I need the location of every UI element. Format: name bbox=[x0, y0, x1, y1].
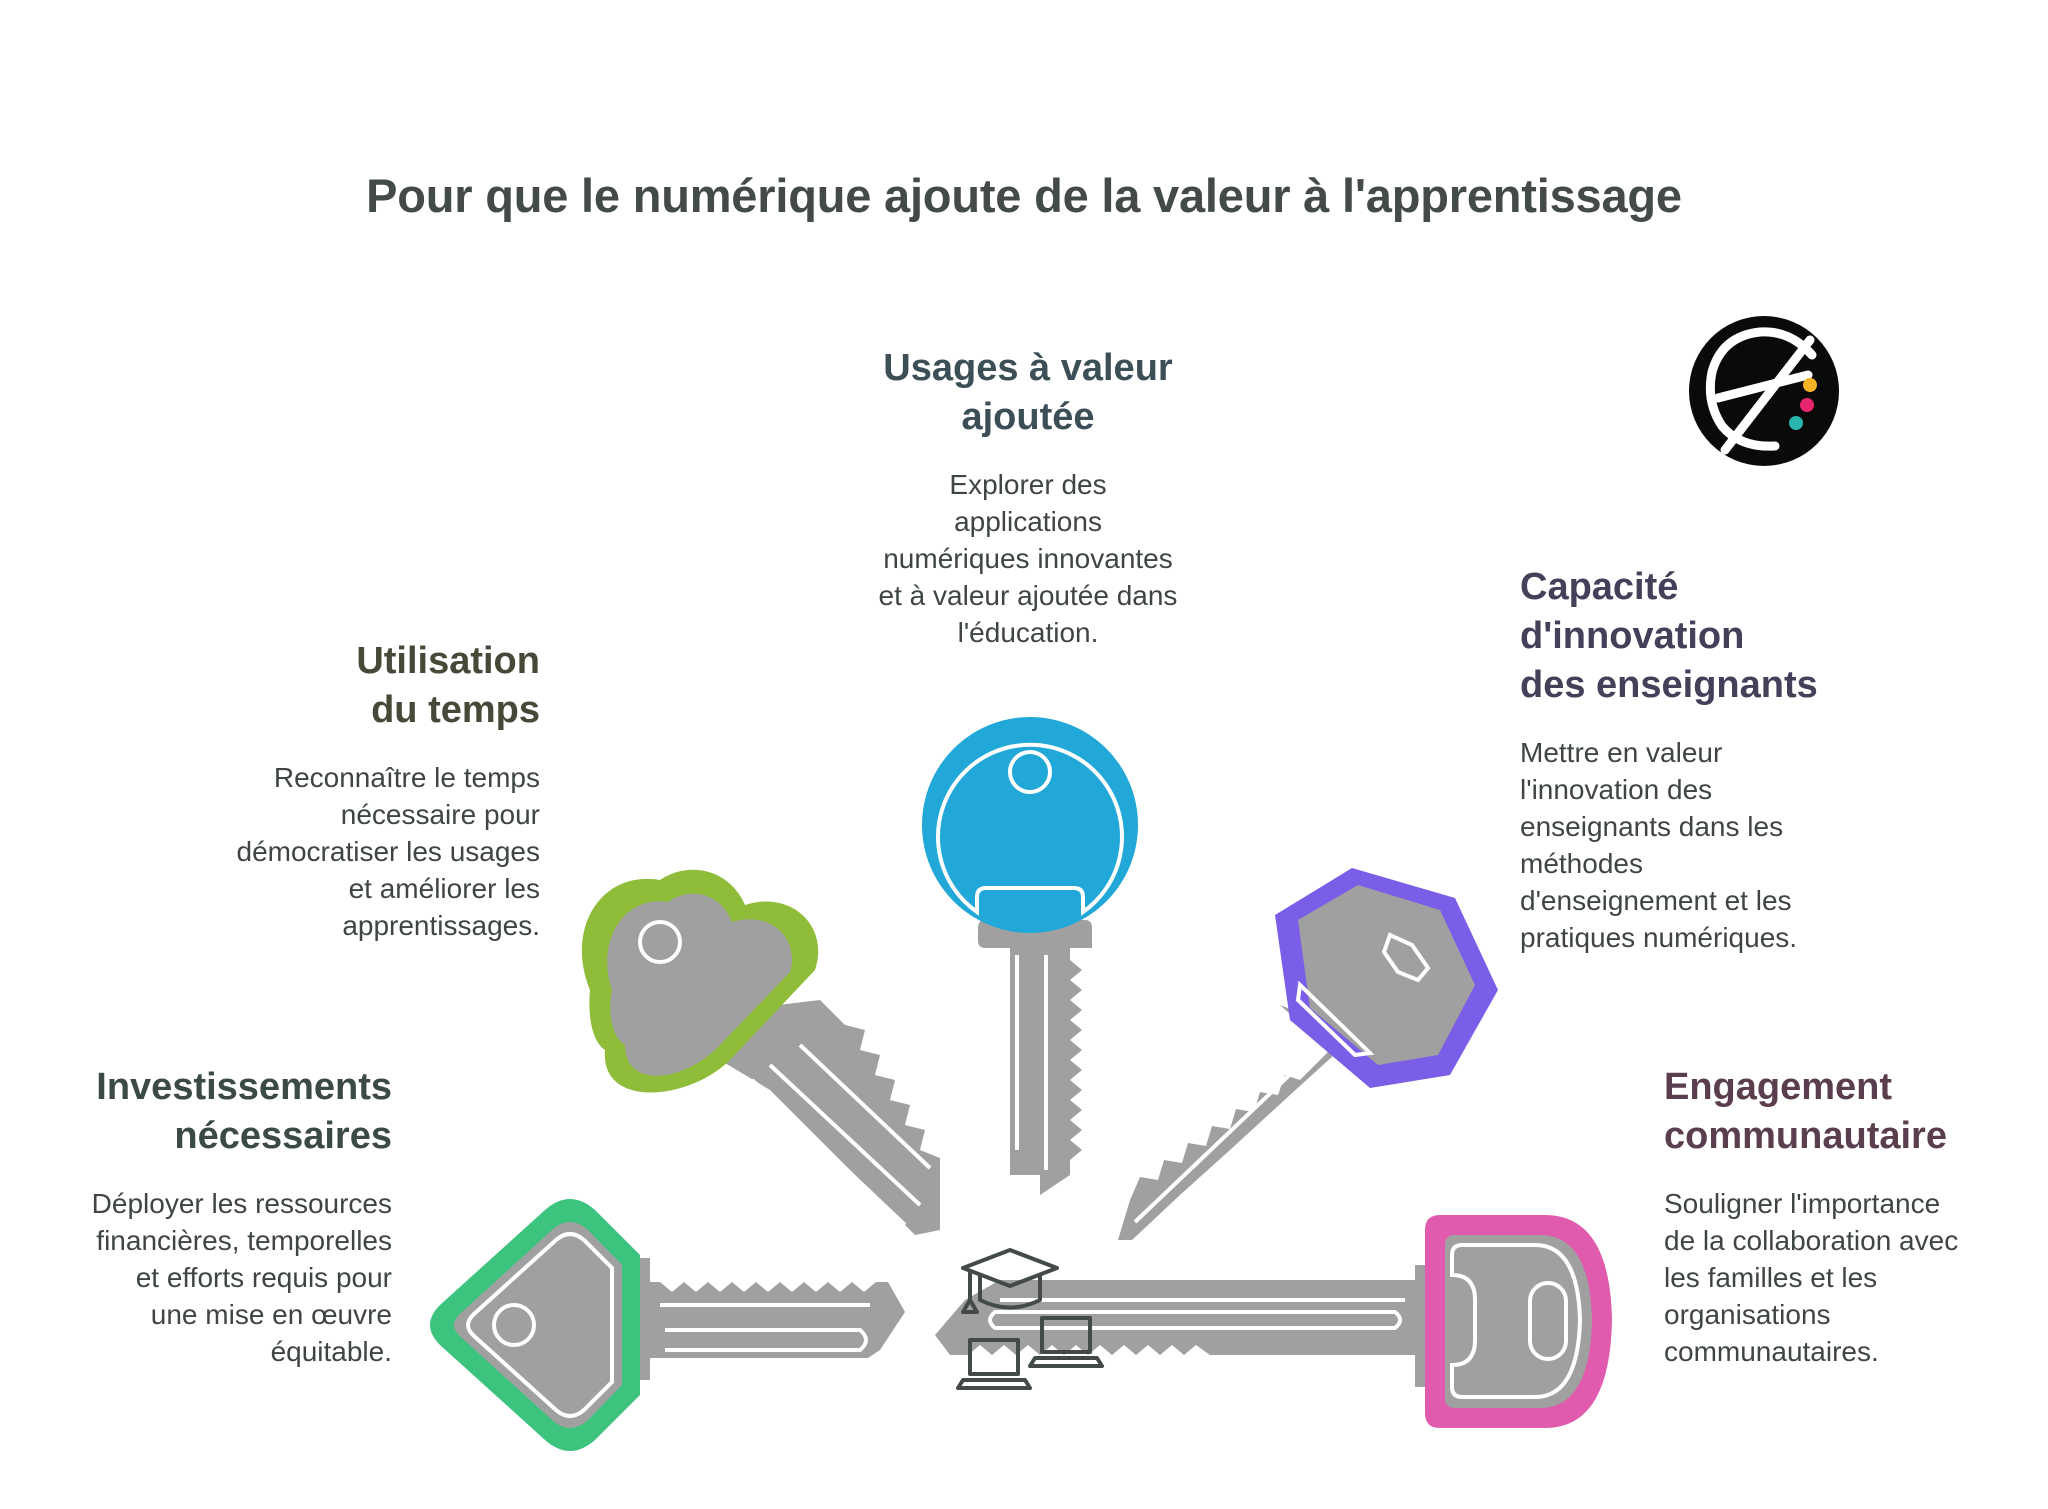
block-investissements-title: Investissements nécessaires bbox=[96, 1066, 392, 1157]
key-usages-head bbox=[922, 717, 1138, 933]
block-innovation-title: Capacité d'innovation des enseignants bbox=[1520, 566, 1818, 706]
key-usages-head-outline bbox=[936, 742, 1124, 916]
key-engagement-hole bbox=[1528, 1281, 1568, 1361]
block-investissements: Investissements nécessaires Déployer les… bbox=[40, 1063, 392, 1370]
key-temps-shaft bbox=[720, 1000, 940, 1235]
block-usages-title: Usages à valeur ajoutée bbox=[883, 347, 1173, 438]
key-investissements-shaft bbox=[635, 1258, 905, 1380]
key-temps bbox=[581, 869, 940, 1235]
block-investissements-text: Déployer les ressources financières, tem… bbox=[91, 1188, 392, 1367]
logo-dot-pink bbox=[1800, 398, 1814, 412]
key-usages-shaft bbox=[978, 920, 1092, 1195]
block-engagement: Engagement communautaire Souligner l'imp… bbox=[1664, 1063, 2044, 1370]
key-innovation-shaft bbox=[1118, 1005, 1345, 1240]
block-innovation-text: Mettre en valeur l'innovation des enseig… bbox=[1520, 737, 1798, 953]
logo-dot-yellow bbox=[1803, 378, 1817, 392]
block-temps-text: Reconnaître le temps nécessaire pour dém… bbox=[236, 762, 540, 941]
key-investissements bbox=[430, 1199, 905, 1451]
key-temps-hole bbox=[638, 920, 682, 964]
block-usages: Usages à valeur ajoutée Explorer des app… bbox=[848, 344, 1208, 651]
block-temps-title: Utilisation du temps bbox=[356, 640, 540, 731]
key-usages-hole bbox=[1008, 750, 1052, 794]
page-title: Pour que le numérique ajoute de la valeu… bbox=[366, 169, 1682, 222]
e-logo-icon bbox=[1689, 316, 1839, 466]
block-innovation: Capacité d'innovation des enseignants Me… bbox=[1520, 563, 1920, 956]
key-engagement bbox=[935, 1215, 1612, 1428]
block-engagement-title: Engagement communautaire bbox=[1664, 1066, 1947, 1157]
key-innovation bbox=[1118, 868, 1498, 1240]
graduation-cap-laptops-icon bbox=[956, 1248, 1104, 1390]
key-investissements-hole bbox=[492, 1303, 536, 1347]
block-temps: Utilisation du temps Reconnaître le temp… bbox=[160, 637, 540, 944]
key-usages bbox=[922, 717, 1138, 1195]
key-innovation-hole bbox=[1381, 932, 1431, 983]
logo-dot-teal bbox=[1789, 416, 1803, 430]
block-usages-text: Explorer des applications numériques inn… bbox=[878, 469, 1178, 648]
block-engagement-text: Souligner l'importance de la collaborati… bbox=[1664, 1188, 1959, 1367]
